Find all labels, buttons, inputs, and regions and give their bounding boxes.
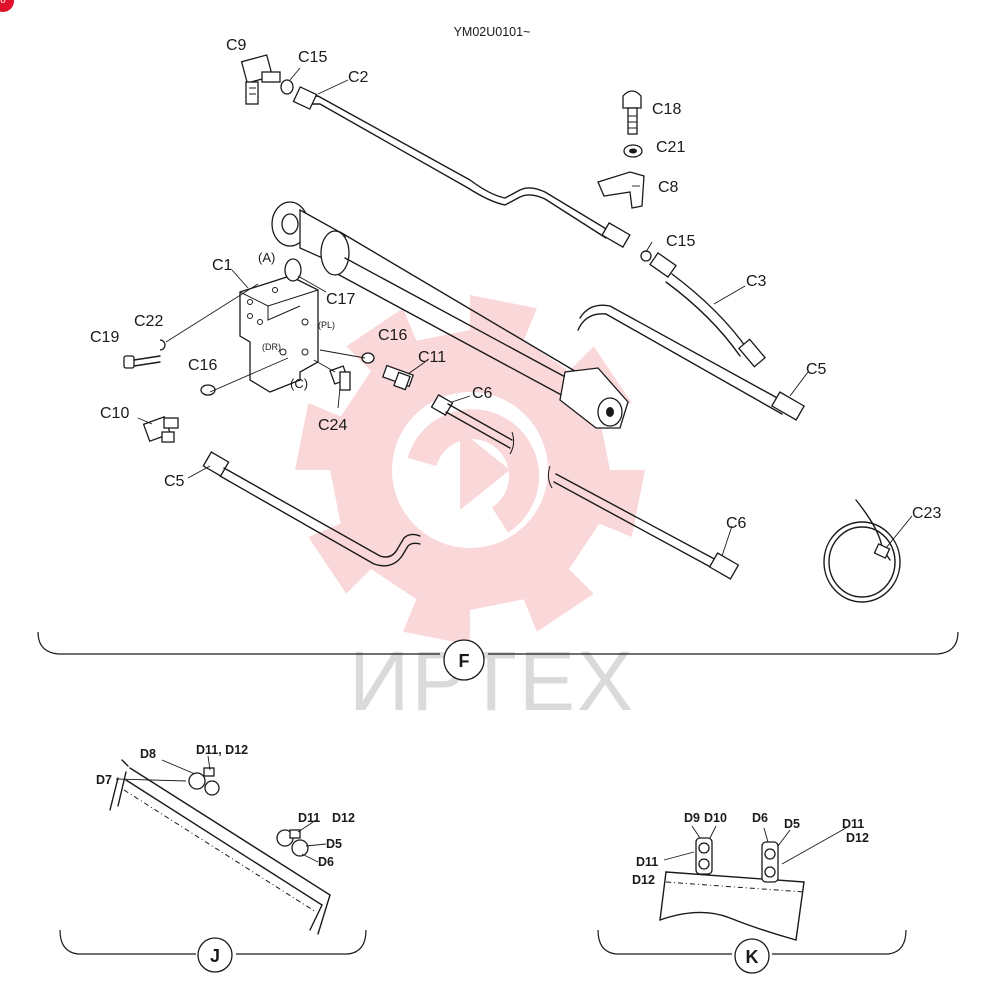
- label-d5-k: D5: [784, 817, 800, 831]
- label-c15-top: C15: [298, 49, 327, 66]
- label-c16-left: C16: [188, 357, 217, 374]
- label-c23: C23: [912, 505, 941, 522]
- watermark-text: ИРТЕХ: [349, 634, 635, 728]
- label-c17: C17: [326, 291, 355, 308]
- label-c8: C8: [658, 179, 679, 196]
- detail-j-drawing: [109, 755, 331, 935]
- group-f-bracket: F: [37, 631, 959, 681]
- serial-number: YM02U0101~: [454, 25, 531, 39]
- label-d11-k-right: D11: [842, 817, 864, 831]
- label-d6-j: D6: [318, 855, 334, 869]
- group-label-j: J: [210, 946, 220, 966]
- part-c16-oring-right: [361, 352, 375, 364]
- label-c21: C21: [656, 139, 685, 156]
- part-c24-elbow: [329, 365, 351, 391]
- part-c11-fitting: [381, 364, 415, 391]
- label-port-c: (C): [290, 376, 308, 391]
- label-d6-k: D6: [752, 811, 768, 825]
- label-d9: D9: [684, 811, 700, 825]
- part-c19-bolt: [123, 355, 161, 369]
- label-d11-j: D11: [298, 811, 320, 825]
- group-label-f: F: [459, 651, 470, 671]
- part-c8-bracket: [597, 171, 645, 209]
- part-c3-hose: [649, 252, 766, 368]
- label-d12-k-left: D12: [632, 873, 655, 887]
- watermark-gear: [295, 295, 645, 645]
- part-c15-oring-top: [280, 79, 294, 95]
- label-d5-j: D5: [326, 837, 342, 851]
- part-c16-oring-left: [200, 384, 216, 396]
- label-d7: D7: [96, 773, 112, 787]
- label-d11-k-left: D11: [636, 855, 658, 869]
- label-d10: D10: [704, 811, 727, 825]
- label-c22: C22: [134, 313, 163, 330]
- group-k-bracket: K: [597, 929, 907, 974]
- part-cylinder-assembly: [271, 201, 629, 429]
- part-c21-hole: [629, 148, 637, 154]
- label-c3: C3: [746, 273, 767, 290]
- label-d8: D8: [140, 747, 156, 761]
- label-c1: C1: [212, 257, 233, 274]
- part-c15-oring-right: [640, 250, 652, 262]
- label-port-dr: (DR): [262, 342, 281, 352]
- label-c16-right: C16: [378, 327, 407, 344]
- corner-badge[interactable]: 0: [0, 0, 14, 12]
- label-c5-lower: C5: [164, 473, 185, 490]
- label-port-a: (A): [258, 250, 275, 265]
- part-c1-valve-block: [239, 275, 319, 393]
- label-c6-upper: C6: [472, 385, 493, 402]
- label-d11-d12-j-top: D11, D12: [196, 743, 248, 757]
- labels-group-j: D8 D11, D12 D7 D11 D12 D5 D6: [96, 743, 355, 869]
- part-c2-pipe: [292, 86, 631, 248]
- watermark-gear-logo: [295, 295, 645, 645]
- label-c11: C11: [418, 349, 446, 366]
- part-c23-cable-tie: [823, 499, 901, 603]
- group-label-k: K: [746, 947, 759, 967]
- part-c6-pipe-upper: [430, 394, 515, 455]
- part-c9-elbow: [240, 54, 281, 105]
- labels-group-f: C9 C15 C2 C18 C21 C8 C15 C3 C1 (A) C17 C…: [90, 37, 941, 532]
- label-c18: C18: [652, 101, 681, 118]
- label-c15-right: C15: [666, 233, 695, 250]
- labels-group-k: D9 D10 D6 D5 D11 D12 D11 D12: [632, 811, 869, 887]
- label-d12-k-right: D12: [846, 831, 869, 845]
- detail-k-drawing: [659, 825, 847, 941]
- label-c24: C24: [318, 417, 347, 434]
- label-c9: C9: [226, 37, 247, 54]
- label-c6-lower: C6: [726, 515, 747, 532]
- part-c6-pipe-lower: [547, 465, 740, 580]
- part-c5-tube-lower: [202, 451, 421, 567]
- label-c10: C10: [100, 405, 129, 422]
- part-c17-oring: [284, 258, 302, 282]
- leader-lines-f: [137, 67, 913, 557]
- label-d12-j: D12: [332, 811, 355, 825]
- group-j-bracket: J: [59, 929, 367, 973]
- part-c5-tube-upper: [577, 304, 806, 421]
- part-c18-bolt: [622, 90, 642, 135]
- label-c2: C2: [348, 69, 369, 86]
- part-c22-ring: [159, 339, 166, 351]
- label-port-pl: (PL): [318, 320, 335, 330]
- label-c5-upper: C5: [806, 361, 827, 378]
- label-c19: C19: [90, 329, 119, 346]
- part-c10-elbow: [142, 415, 179, 443]
